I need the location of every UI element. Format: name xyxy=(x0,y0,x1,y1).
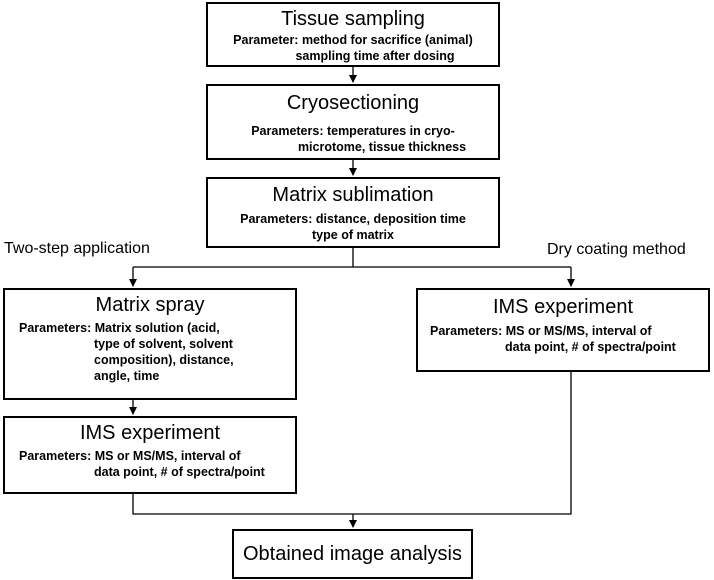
branch-split-line xyxy=(133,248,571,268)
param-line: Parameters: MS or MS/MS, interval of xyxy=(19,449,241,463)
ims-experiment-left-box: IMS experiment Parameters: MS or MS/MS, … xyxy=(3,416,297,494)
param-line: Parameters: Matrix solution (acid, xyxy=(19,321,220,335)
param-line: data point, # of spectra/point xyxy=(94,465,265,479)
box-title: IMS experiment xyxy=(79,422,221,444)
param-line: type of matrix xyxy=(312,228,394,242)
box-params: Parameters: Matrix solution (acid, type … xyxy=(5,320,295,384)
box-title: Matrix sublimation xyxy=(272,184,434,206)
dry-coating-method-label: Dry coating method xyxy=(547,241,686,258)
cryosectioning-box: Cryosectioning Parameters: temperatures … xyxy=(206,84,500,160)
box-title: IMS experiment xyxy=(492,296,634,318)
box-params: Parameters: distance, deposition time ty… xyxy=(208,211,498,243)
param-line: microtome, tissue thickness xyxy=(297,140,467,154)
matrix-sublimation-box: Matrix sublimation Parameters: distance,… xyxy=(206,177,500,248)
obtained-image-analysis-box: Obtained image analysis xyxy=(232,529,473,579)
param-line: angle, time xyxy=(94,369,160,383)
box-title: Cryosectioning xyxy=(286,92,420,114)
param-line: data point, # of spectra/point xyxy=(505,340,676,354)
merge-line-right xyxy=(353,372,572,515)
ims-experiment-right-box: IMS experiment Parameters: MS or MS/MS, … xyxy=(416,288,710,372)
tissue-sampling-box: Tissue sampling Parameter: method for sa… xyxy=(206,2,500,67)
box-title: Matrix spray xyxy=(95,294,205,316)
param-line: type of solvent, solvent xyxy=(94,337,233,351)
box-params: Parameters: MS or MS/MS, interval of dat… xyxy=(5,448,295,480)
param-line: sampling time after dosing xyxy=(295,49,455,63)
merge-line-left xyxy=(132,494,353,515)
param-line: Parameters: temperatures in cryo- xyxy=(251,124,455,138)
two-step-application-label: Two-step application xyxy=(4,240,150,257)
box-title: Tissue sampling xyxy=(281,8,425,30)
param-line: Parameters: MS or MS/MS, interval of xyxy=(430,324,652,338)
box-title: Obtained image analysis xyxy=(242,543,462,565)
matrix-spray-box: Matrix spray Parameters: Matrix solution… xyxy=(3,288,297,400)
param-line: Parameter: method for sacrifice (animal) xyxy=(233,33,473,47)
box-params: Parameter: method for sacrifice (animal)… xyxy=(208,32,498,64)
box-params: Parameters: MS or MS/MS, interval of dat… xyxy=(418,323,708,355)
box-params: Parameters: temperatures in cryo- microt… xyxy=(208,123,498,155)
param-line: composition), distance, xyxy=(94,353,234,367)
param-line: Parameters: distance, deposition time xyxy=(240,212,466,226)
